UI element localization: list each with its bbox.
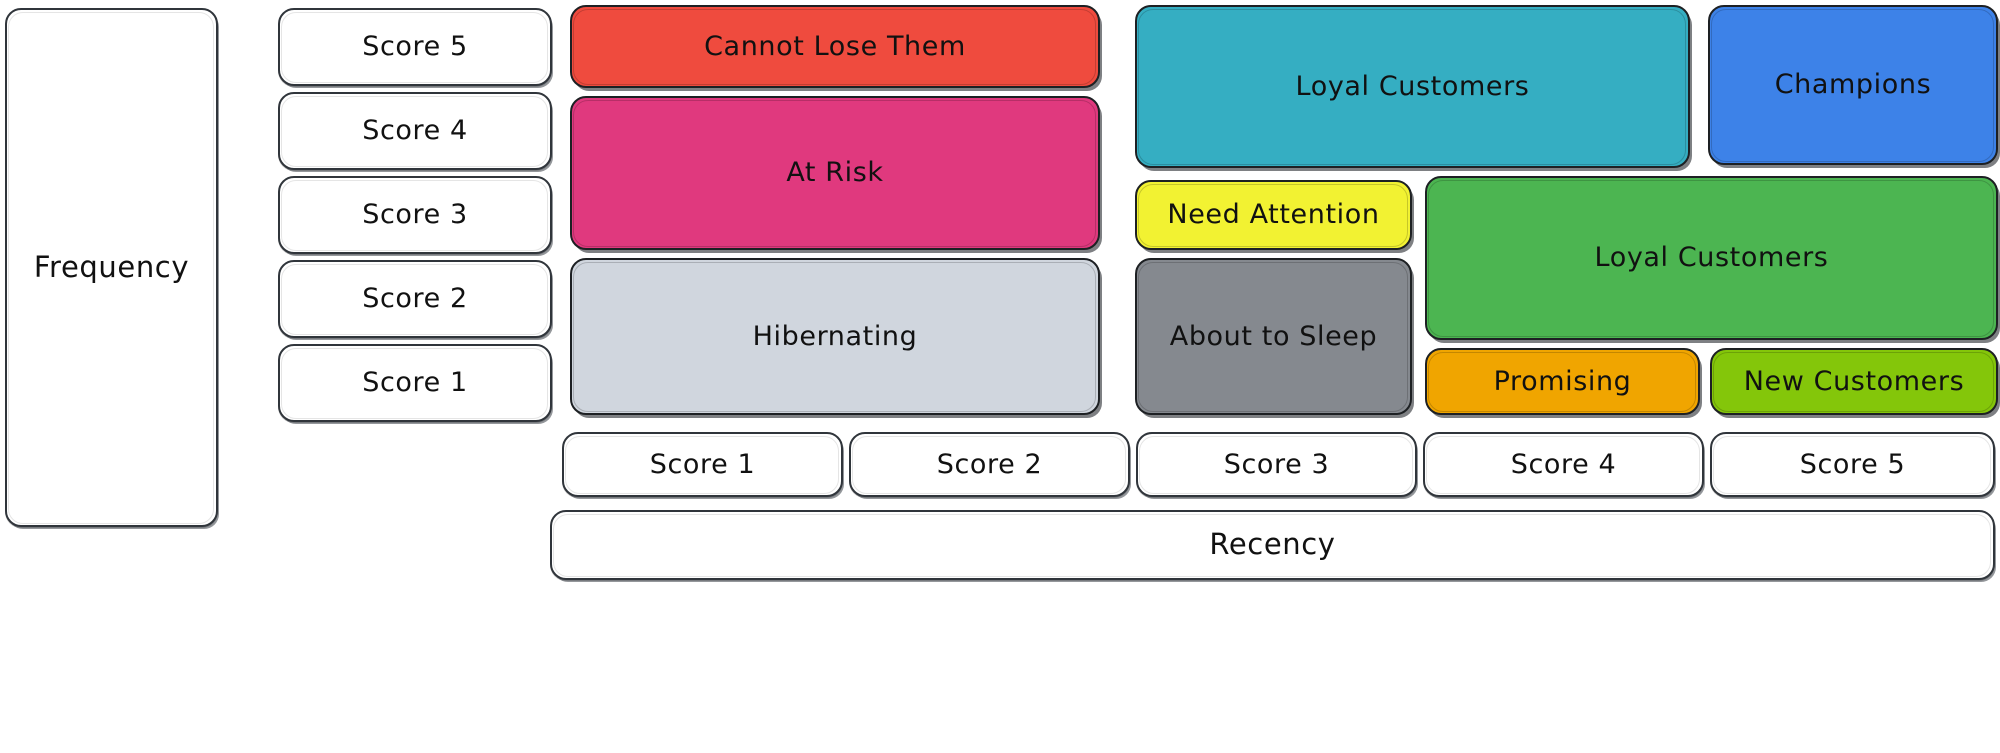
recency-axis-label: Recency: [550, 510, 1995, 580]
segment-loyal-customers-teal[interactable]: Loyal Customers: [1135, 5, 1690, 168]
frequency-score-3: Score 3: [278, 176, 552, 254]
frequency-score-5: Score 5: [278, 8, 552, 86]
segment-new-customers[interactable]: New Customers: [1710, 348, 1998, 415]
recency-score-4: Score 4: [1423, 432, 1704, 497]
segment-need-attention[interactable]: Need Attention: [1135, 180, 1412, 250]
segment-hibernating[interactable]: Hibernating: [570, 258, 1100, 415]
segment-loyal-customers-green[interactable]: Loyal Customers: [1425, 176, 1998, 340]
frequency-score-1: Score 1: [278, 344, 552, 422]
segment-promising[interactable]: Promising: [1425, 348, 1700, 415]
frequency-axis-label: Frequency: [5, 8, 218, 527]
recency-score-3: Score 3: [1136, 432, 1417, 497]
recency-score-2: Score 2: [849, 432, 1130, 497]
segment-cannot-lose-them[interactable]: Cannot Lose Them: [570, 5, 1100, 88]
segment-at-risk[interactable]: At Risk: [570, 96, 1100, 250]
frequency-score-2: Score 2: [278, 260, 552, 338]
recency-score-1: Score 1: [562, 432, 843, 497]
frequency-score-4: Score 4: [278, 92, 552, 170]
segment-champions[interactable]: Champions: [1708, 5, 1998, 165]
segment-about-to-sleep[interactable]: About to Sleep: [1135, 258, 1412, 415]
recency-score-5: Score 5: [1710, 432, 1995, 497]
